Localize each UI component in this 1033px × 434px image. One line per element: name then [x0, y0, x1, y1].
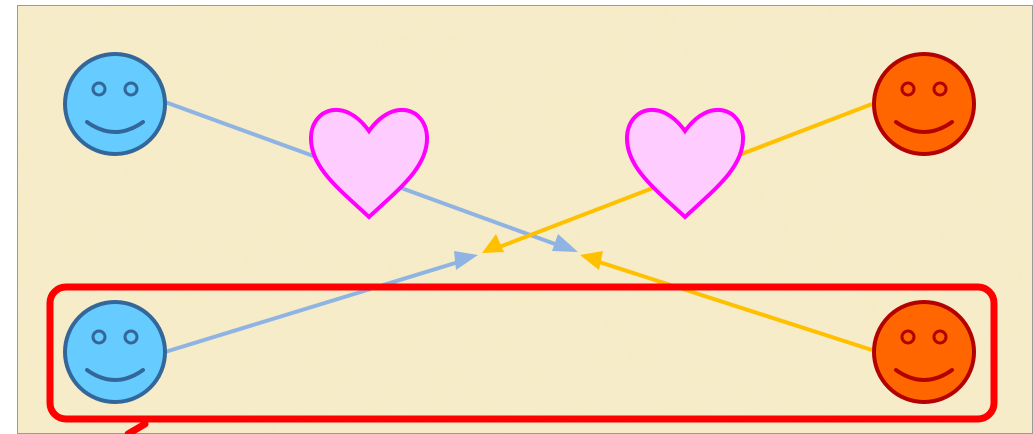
bottom-row-highlight: [46, 283, 998, 434]
smiley-face-icon: [63, 300, 167, 404]
highlight-pointer: [124, 420, 149, 434]
arrow-bottom-right-to-center: [592, 258, 873, 352]
smiley-face-icon: [63, 52, 167, 156]
heart-icon: [308, 107, 430, 220]
background: [17, 5, 1033, 434]
heart-icon: [624, 107, 746, 220]
smiley-face-icon: [872, 300, 976, 404]
arrow-bottom-left-to-center: [164, 258, 466, 354]
arrowhead-top-left: [552, 234, 578, 252]
arrowhead-bottom-left: [454, 251, 478, 270]
arrowhead-top-right: [482, 234, 504, 253]
arrowhead-bottom-right: [580, 251, 603, 270]
smiley-face-icon: [872, 52, 976, 156]
